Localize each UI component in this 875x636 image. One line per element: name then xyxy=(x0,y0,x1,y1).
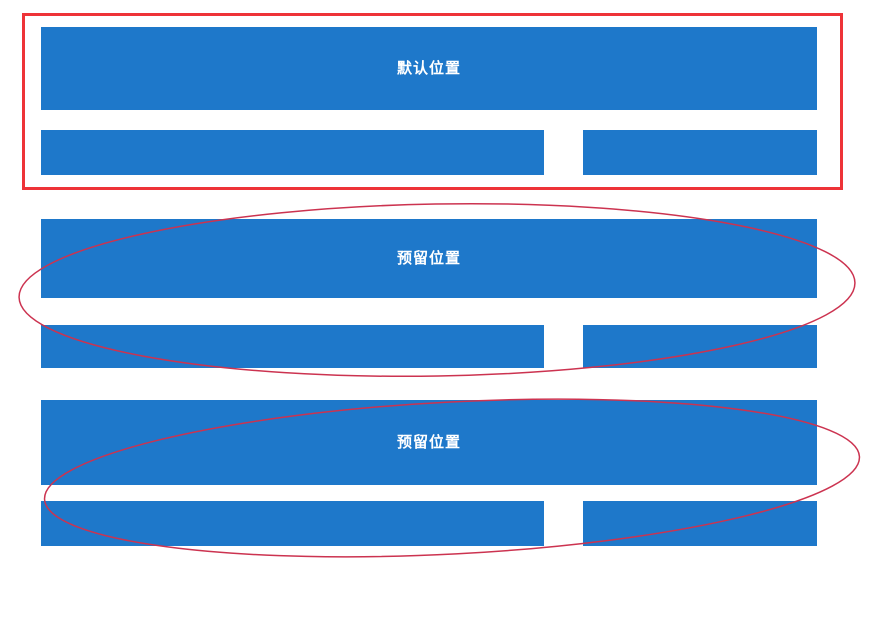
banner-block-default[interactable]: 默认位置 xyxy=(41,27,817,110)
banner-label-default: 默认位置 xyxy=(396,59,461,77)
banner-block-reserved-1[interactable]: 预留位置 xyxy=(41,219,817,298)
right-block-default[interactable] xyxy=(583,130,817,175)
banner-block-reserved-2[interactable]: 预留位置 xyxy=(41,400,817,485)
banner-label-reserved-2: 预留位置 xyxy=(396,433,461,451)
left-block-reserved-2[interactable] xyxy=(41,501,544,546)
left-block-default[interactable] xyxy=(41,130,544,175)
left-block-reserved-1[interactable] xyxy=(41,325,544,368)
right-block-reserved-2[interactable] xyxy=(583,501,817,546)
right-block-reserved-1[interactable] xyxy=(583,325,817,368)
banner-label-reserved-1: 预留位置 xyxy=(396,249,461,267)
